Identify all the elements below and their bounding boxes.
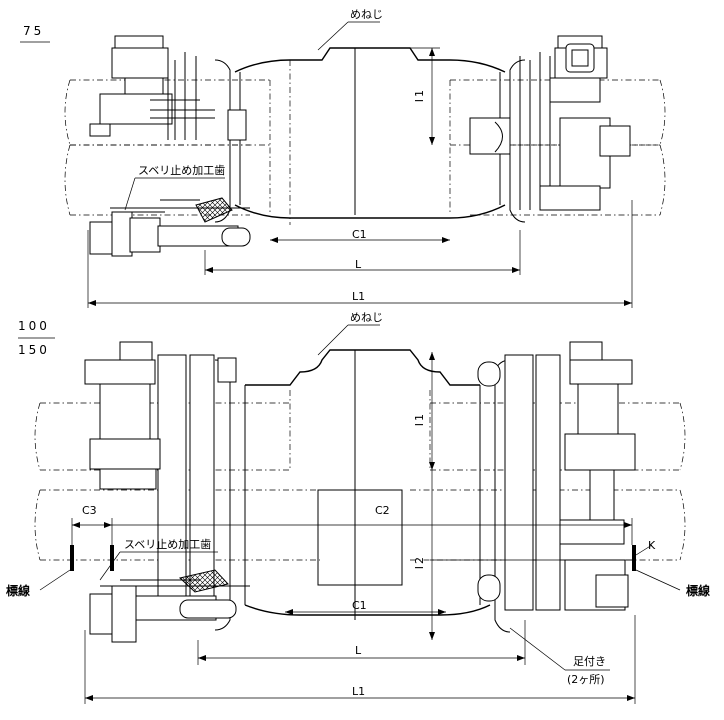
dim-c1-top: C1 bbox=[352, 228, 367, 241]
dim-i2: I2 bbox=[413, 555, 426, 570]
right-gland-75 bbox=[470, 36, 630, 210]
dim-i1-bottom: I1 bbox=[413, 412, 426, 427]
anti-slip-label-bottom: スベリ止め加工歯 bbox=[124, 538, 212, 551]
left-lower-bolt-75 bbox=[90, 198, 250, 256]
feet-label: 足付き bbox=[573, 655, 606, 668]
dim-c3: C3 bbox=[82, 504, 97, 517]
marker-line-label-left: 標線 bbox=[6, 584, 31, 598]
size-label-75: 75 bbox=[23, 24, 45, 38]
size-label-100: 100 bbox=[18, 319, 50, 333]
dim-l1-bottom: L1 bbox=[352, 685, 366, 698]
dim-c2: C2 bbox=[375, 504, 390, 517]
dim-l-bottom: L bbox=[355, 644, 362, 657]
drawing-size-75 bbox=[20, 22, 665, 308]
marker-line-label-right: 標線 bbox=[686, 584, 711, 598]
female-thread-label-top: めねじ bbox=[350, 8, 383, 21]
left-flange-100 bbox=[158, 355, 236, 610]
feet-count-label: (2ヶ所) bbox=[567, 673, 605, 686]
coupling-body-100 bbox=[215, 350, 510, 632]
marker-lines bbox=[40, 545, 680, 590]
dimensions-100 bbox=[18, 325, 652, 704]
dim-l-top: L bbox=[355, 258, 362, 271]
drawing-size-100-150 bbox=[18, 325, 685, 704]
left-gland-75 bbox=[90, 36, 246, 140]
dimensions-75 bbox=[20, 22, 632, 308]
right-upper-bolt-100 bbox=[560, 342, 635, 610]
left-lower-bolt-100 bbox=[90, 570, 250, 642]
female-thread-label-bottom: めねじ bbox=[350, 311, 383, 324]
size-label-150: 150 bbox=[18, 343, 50, 357]
dim-l1-top: L1 bbox=[352, 290, 366, 303]
right-flange-100 bbox=[478, 355, 560, 610]
dim-c1-bottom: C1 bbox=[352, 599, 367, 612]
left-upper-bolt-100 bbox=[85, 342, 160, 489]
anti-slip-label-top: スベリ止め加工歯 bbox=[138, 164, 226, 177]
dim-i1-top: I1 bbox=[413, 88, 426, 103]
dim-k: K bbox=[648, 539, 656, 552]
